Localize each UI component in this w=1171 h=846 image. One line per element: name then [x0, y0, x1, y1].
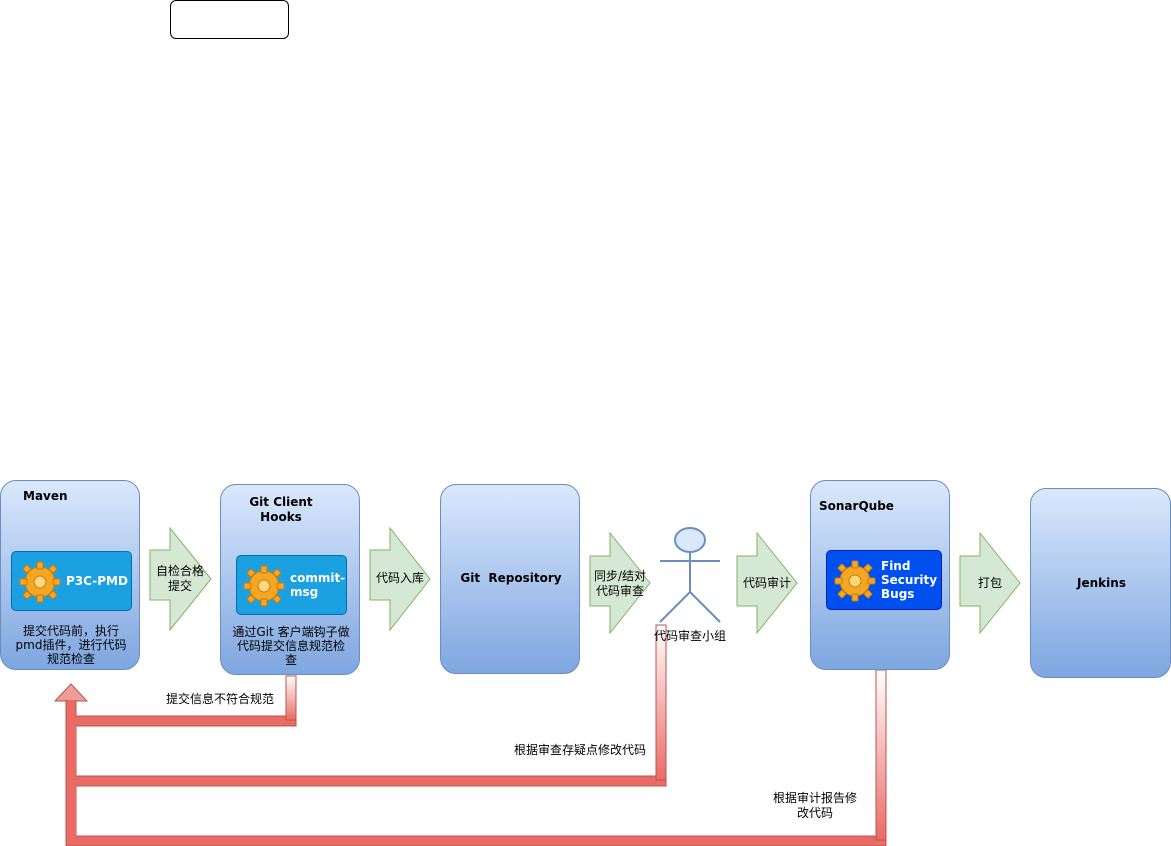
process-arrow-1[interactable] — [149, 526, 212, 632]
feedback-label-sonarqube: 根据审计报告修 改代码 — [772, 791, 858, 821]
stage-jenkins-title: Jenkins — [1077, 576, 1126, 590]
tool-commit-msg[interactable]: commit- msg — [236, 555, 347, 615]
stage-maven-title: Maven — [23, 489, 68, 503]
feedback-label-hooks: 提交信息不符合规范 — [166, 692, 275, 707]
feedback-label-review: 根据审查存疑点修改代码 — [514, 743, 647, 758]
process-arrow-5[interactable] — [959, 531, 1021, 635]
process-arrow-4-label: 代码审计 — [742, 576, 791, 590]
stage-sonarqube[interactable]: SonarQube Find Security Bu — [810, 480, 950, 670]
process-arrow-3[interactable] — [589, 531, 651, 635]
stage-maven[interactable]: Maven P3C-PMD 提交代码前，执行 pmd插件，进行 — [0, 480, 140, 670]
feedback-arrowhead-up — [53, 683, 89, 702]
process-arrow-5-label: 打包 — [977, 576, 1002, 590]
process-arrow-4[interactable] — [736, 531, 798, 635]
process-arrow-1-label: 自检合格 提交 — [155, 564, 204, 593]
stage-git-hooks-title: Git Client Hooks — [249, 495, 313, 524]
stick-figure-icon[interactable] — [659, 527, 721, 623]
gear-icon — [19, 561, 61, 603]
stage-git-repository-title: Git Repository — [460, 571, 562, 585]
feedback-loop-sonarqube-vertical — [875, 669, 887, 841]
process-arrow-3-label: 同步/结对 代码审查 — [593, 569, 647, 598]
empty-shape[interactable] — [170, 0, 289, 39]
feedback-loop-review-vertical — [655, 624, 667, 781]
stage-git-hooks[interactable]: Git Client Hooks commit- — [220, 484, 360, 675]
stage-sonarqube-title: SonarQube — [819, 499, 894, 513]
process-arrow-2[interactable] — [369, 526, 431, 632]
stage-git-hooks-desc: 通过Git 客户端钩子做 代码提交信息规范检 查 — [232, 625, 350, 667]
process-arrow-2-label: 代码入库 — [375, 571, 424, 585]
feedback-loop-hooks-vertical — [285, 675, 297, 721]
actor-label: 代码审查小组 — [653, 629, 726, 643]
tool-find-label: Find Security Bugs — [881, 559, 938, 601]
tool-p3c-pmd[interactable]: P3C-PMD — [11, 551, 132, 611]
gear-icon — [834, 560, 876, 602]
stage-git-repository[interactable]: Git Repository — [440, 484, 580, 674]
stage-maven-desc: 提交代码前，执行 pmd插件，进行代码 规范检查 — [15, 624, 127, 666]
feedback-trunk — [66, 700, 76, 840]
tool-find-security-bugs[interactable]: Find Security Bugs — [826, 550, 942, 610]
gear-icon — [243, 565, 285, 607]
tool-p3c-label: P3C-PMD — [66, 574, 128, 588]
stage-jenkins[interactable]: Jenkins — [1030, 488, 1171, 678]
tool-commit-label: commit- msg — [290, 571, 346, 599]
